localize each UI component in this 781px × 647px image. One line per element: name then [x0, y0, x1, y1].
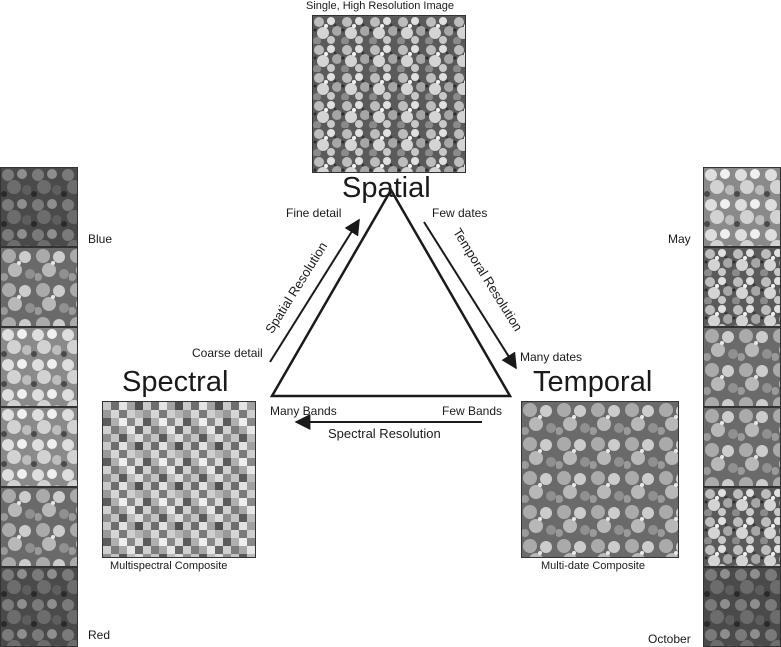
triangle-outline — [269, 187, 513, 398]
right-date-tile — [703, 567, 781, 647]
right-strip-first-label: May — [668, 232, 691, 246]
left-band-tile — [0, 327, 78, 407]
left-strip-last-label: Red — [88, 628, 111, 642]
fine-detail-label: Fine detail — [286, 206, 342, 220]
right-strip-last-label: October — [648, 632, 691, 646]
spatial-resolution-arrow — [269, 218, 360, 363]
left-band-tile — [0, 407, 78, 487]
many-dates-label: Many dates — [520, 350, 583, 364]
vertex-spatial: Spatial — [342, 172, 431, 204]
many-bands-label: Many Bands — [270, 404, 337, 418]
vertex-temporal: Temporal — [533, 366, 653, 398]
right-date-tile — [703, 407, 781, 487]
few-dates-label: Few dates — [432, 206, 488, 220]
multispectral-composite-image — [102, 401, 256, 558]
spectral-resolution-label: Spectral Resolution — [328, 426, 441, 441]
coarse-detail-label: Coarse detail — [192, 346, 263, 360]
right-date-tile — [703, 167, 781, 247]
few-bands-label: Few Bands — [442, 404, 503, 418]
left-band-tile — [0, 567, 78, 647]
multidate-composite-image — [521, 401, 679, 558]
right-date-tile — [703, 487, 781, 567]
temporal-resolution-arrow — [423, 221, 517, 370]
left-band-tile — [0, 247, 78, 327]
top-caption: Single, High Resolution Image — [306, 0, 454, 12]
multispectral-caption: Multispectral Composite — [110, 560, 228, 572]
left-band-tile — [0, 167, 78, 247]
multidate-caption: Multi-date Composite — [541, 560, 645, 572]
vertex-spectral: Spectral — [122, 366, 229, 398]
right-date-tile — [703, 327, 781, 407]
right-date-tile — [703, 247, 781, 327]
left-band-tile — [0, 487, 78, 567]
high-resolution-image — [312, 15, 466, 173]
left-strip-first-label: Blue — [88, 232, 113, 246]
